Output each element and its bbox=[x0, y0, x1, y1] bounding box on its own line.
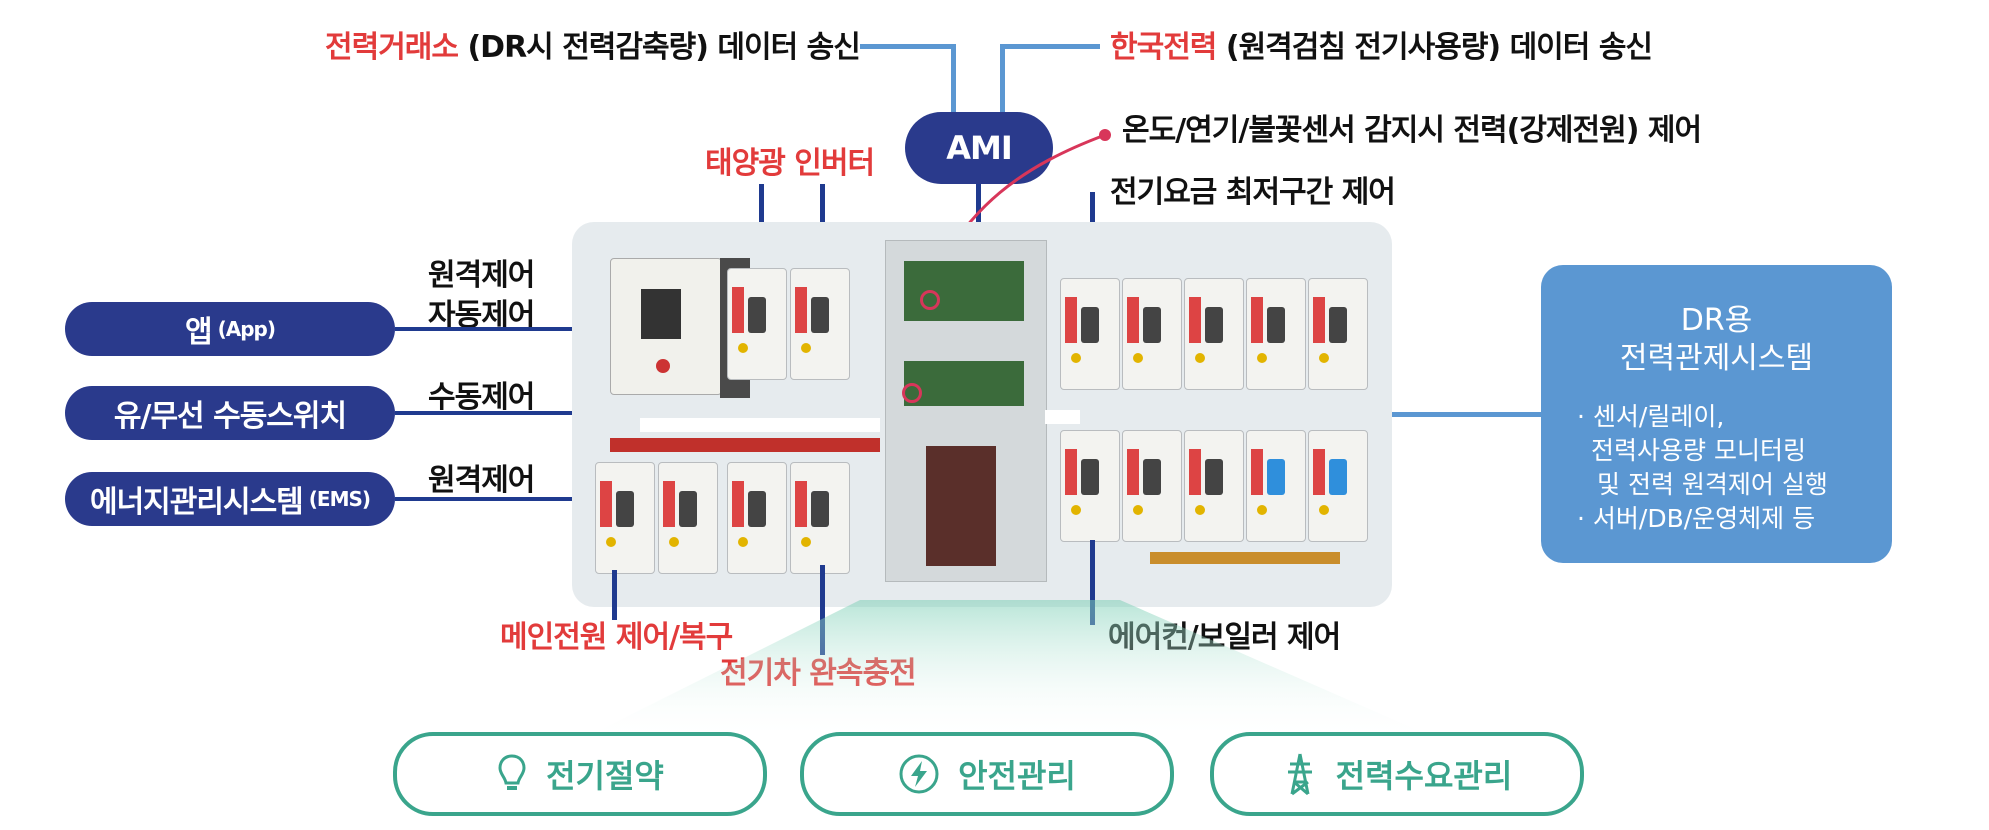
breaker-r1-2 bbox=[1122, 278, 1182, 390]
lightning-icon bbox=[899, 754, 939, 794]
safety-capsule: 안전관리 bbox=[800, 732, 1174, 816]
ems-pill: 에너지관리시스템 (EMS) bbox=[65, 472, 395, 526]
demand-label: 전력수요관리 bbox=[1335, 757, 1513, 795]
ami-badge: AMI bbox=[905, 112, 1053, 184]
lightbulb-icon bbox=[498, 754, 526, 790]
breaker-solar-1 bbox=[727, 268, 787, 380]
busbar-white-right bbox=[1045, 410, 1080, 424]
connector-switch bbox=[395, 411, 572, 415]
dr-title-2: 전력관제시스템 bbox=[1619, 341, 1814, 376]
saving-label: 전기절약 bbox=[546, 757, 664, 795]
breaker-r1-3 bbox=[1184, 278, 1244, 390]
terminal-strip bbox=[1150, 552, 1340, 564]
demand-capsule: 전력수요관리 bbox=[1210, 732, 1584, 816]
dr-bullet-2: · 서버/DB/운영체제 등 bbox=[1577, 504, 1816, 533]
breaker-ev-2 bbox=[790, 462, 850, 574]
sensor-point-2 bbox=[902, 383, 922, 403]
main-breaker bbox=[610, 258, 722, 395]
pcb-mid bbox=[904, 361, 1024, 406]
safety-label: 안전관리 bbox=[958, 757, 1076, 795]
connector-kpx-v bbox=[951, 44, 956, 114]
fire-sensor-label: 온도/연기/불꽃센서 감지시 전력(강제전원) 제어 bbox=[1122, 113, 1702, 148]
top-left-label: 전력거래소 (DR시 전력감축량) 데이터 송신 bbox=[325, 22, 861, 66]
power-tower-icon bbox=[1287, 753, 1312, 796]
app-label: 앱 bbox=[184, 315, 213, 350]
breaker-r2-2 bbox=[1122, 430, 1182, 542]
connector-ems bbox=[395, 497, 572, 501]
connector-main-power bbox=[612, 570, 617, 620]
kepco-label: 한국전력 bbox=[1110, 30, 1217, 65]
dr-bullet-1-line-2: 전력사용량 모니터링 bbox=[1591, 436, 1806, 465]
dr-bullet-1-line-3: 및 전력 원격제어 실행 bbox=[1597, 470, 1828, 499]
ems-label: 에너지관리시스템 bbox=[89, 485, 304, 520]
connector-ev bbox=[820, 565, 825, 655]
remote-control-label-2: 원격제어 bbox=[428, 463, 535, 498]
dr-title-1: DR용 bbox=[1680, 303, 1753, 338]
breaker-r1-1 bbox=[1060, 278, 1120, 390]
ems-sub: (EMS) bbox=[308, 487, 371, 511]
busbar-red bbox=[610, 438, 880, 452]
ami-module bbox=[885, 240, 1047, 582]
connector-ami-panel bbox=[976, 184, 981, 222]
app-sub: (App) bbox=[217, 317, 276, 341]
kpx-label: 전력거래소 bbox=[325, 30, 459, 65]
breaker-ev-1 bbox=[727, 462, 787, 574]
sensor-point-1 bbox=[920, 290, 940, 310]
connector-dr bbox=[1392, 412, 1541, 417]
main-power-label: 메인전원 제어/복구 bbox=[500, 620, 733, 655]
breaker-r2-3 bbox=[1184, 430, 1244, 542]
solar-inverter-label: 태양광 인버터 bbox=[705, 146, 875, 181]
saving-capsule: 전기절약 bbox=[393, 732, 767, 816]
glow-cone bbox=[580, 600, 1440, 740]
min-rate-label: 전기요금 최저구간 제어 bbox=[1110, 175, 1396, 210]
breaker-main-2 bbox=[658, 462, 718, 574]
dr-bullet-1: · 센서/릴레이, bbox=[1577, 402, 1725, 431]
connector-kepco-h bbox=[1000, 44, 1100, 49]
top-right-label: 한국전력 (원격검침 전기사용량) 데이터 송신 bbox=[1110, 22, 1653, 66]
ami-label: AMI bbox=[946, 129, 1013, 167]
pcb-top bbox=[904, 261, 1024, 321]
app-pill: 앱 (App) bbox=[65, 302, 395, 356]
breaker-r1-4 bbox=[1246, 278, 1306, 390]
kpx-desc: (DR시 전력감축량) 데이터 송신 bbox=[467, 30, 860, 65]
breaker-r1-5 bbox=[1308, 278, 1368, 390]
breaker-solar-2 bbox=[790, 268, 850, 380]
breaker-r2-5 bbox=[1308, 430, 1368, 542]
connector-aircon bbox=[1090, 540, 1095, 625]
switch-label: 유/무선 수동스위치 bbox=[113, 399, 347, 434]
kepco-desc: (원격검침 전기사용량) 데이터 송신 bbox=[1225, 30, 1653, 65]
connector-kepco-v bbox=[1000, 44, 1005, 114]
dr-control-system-box: DR용 전력관제시스템 · 센서/릴레이, 전력사용량 모니터링 및 전력 원격… bbox=[1541, 265, 1892, 563]
breaker-r2-4 bbox=[1246, 430, 1306, 542]
connector-kpx-h bbox=[860, 44, 955, 49]
breaker-main-1 bbox=[595, 462, 655, 574]
relay-block bbox=[926, 446, 996, 566]
breaker-r2-1 bbox=[1060, 430, 1120, 542]
busbar-white bbox=[640, 418, 880, 432]
manual-control-label: 수동제어 bbox=[428, 380, 535, 415]
remote-control-label-1: 원격제어 bbox=[428, 258, 535, 293]
connector-app bbox=[395, 327, 572, 331]
switch-pill: 유/무선 수동스위치 bbox=[65, 386, 395, 440]
